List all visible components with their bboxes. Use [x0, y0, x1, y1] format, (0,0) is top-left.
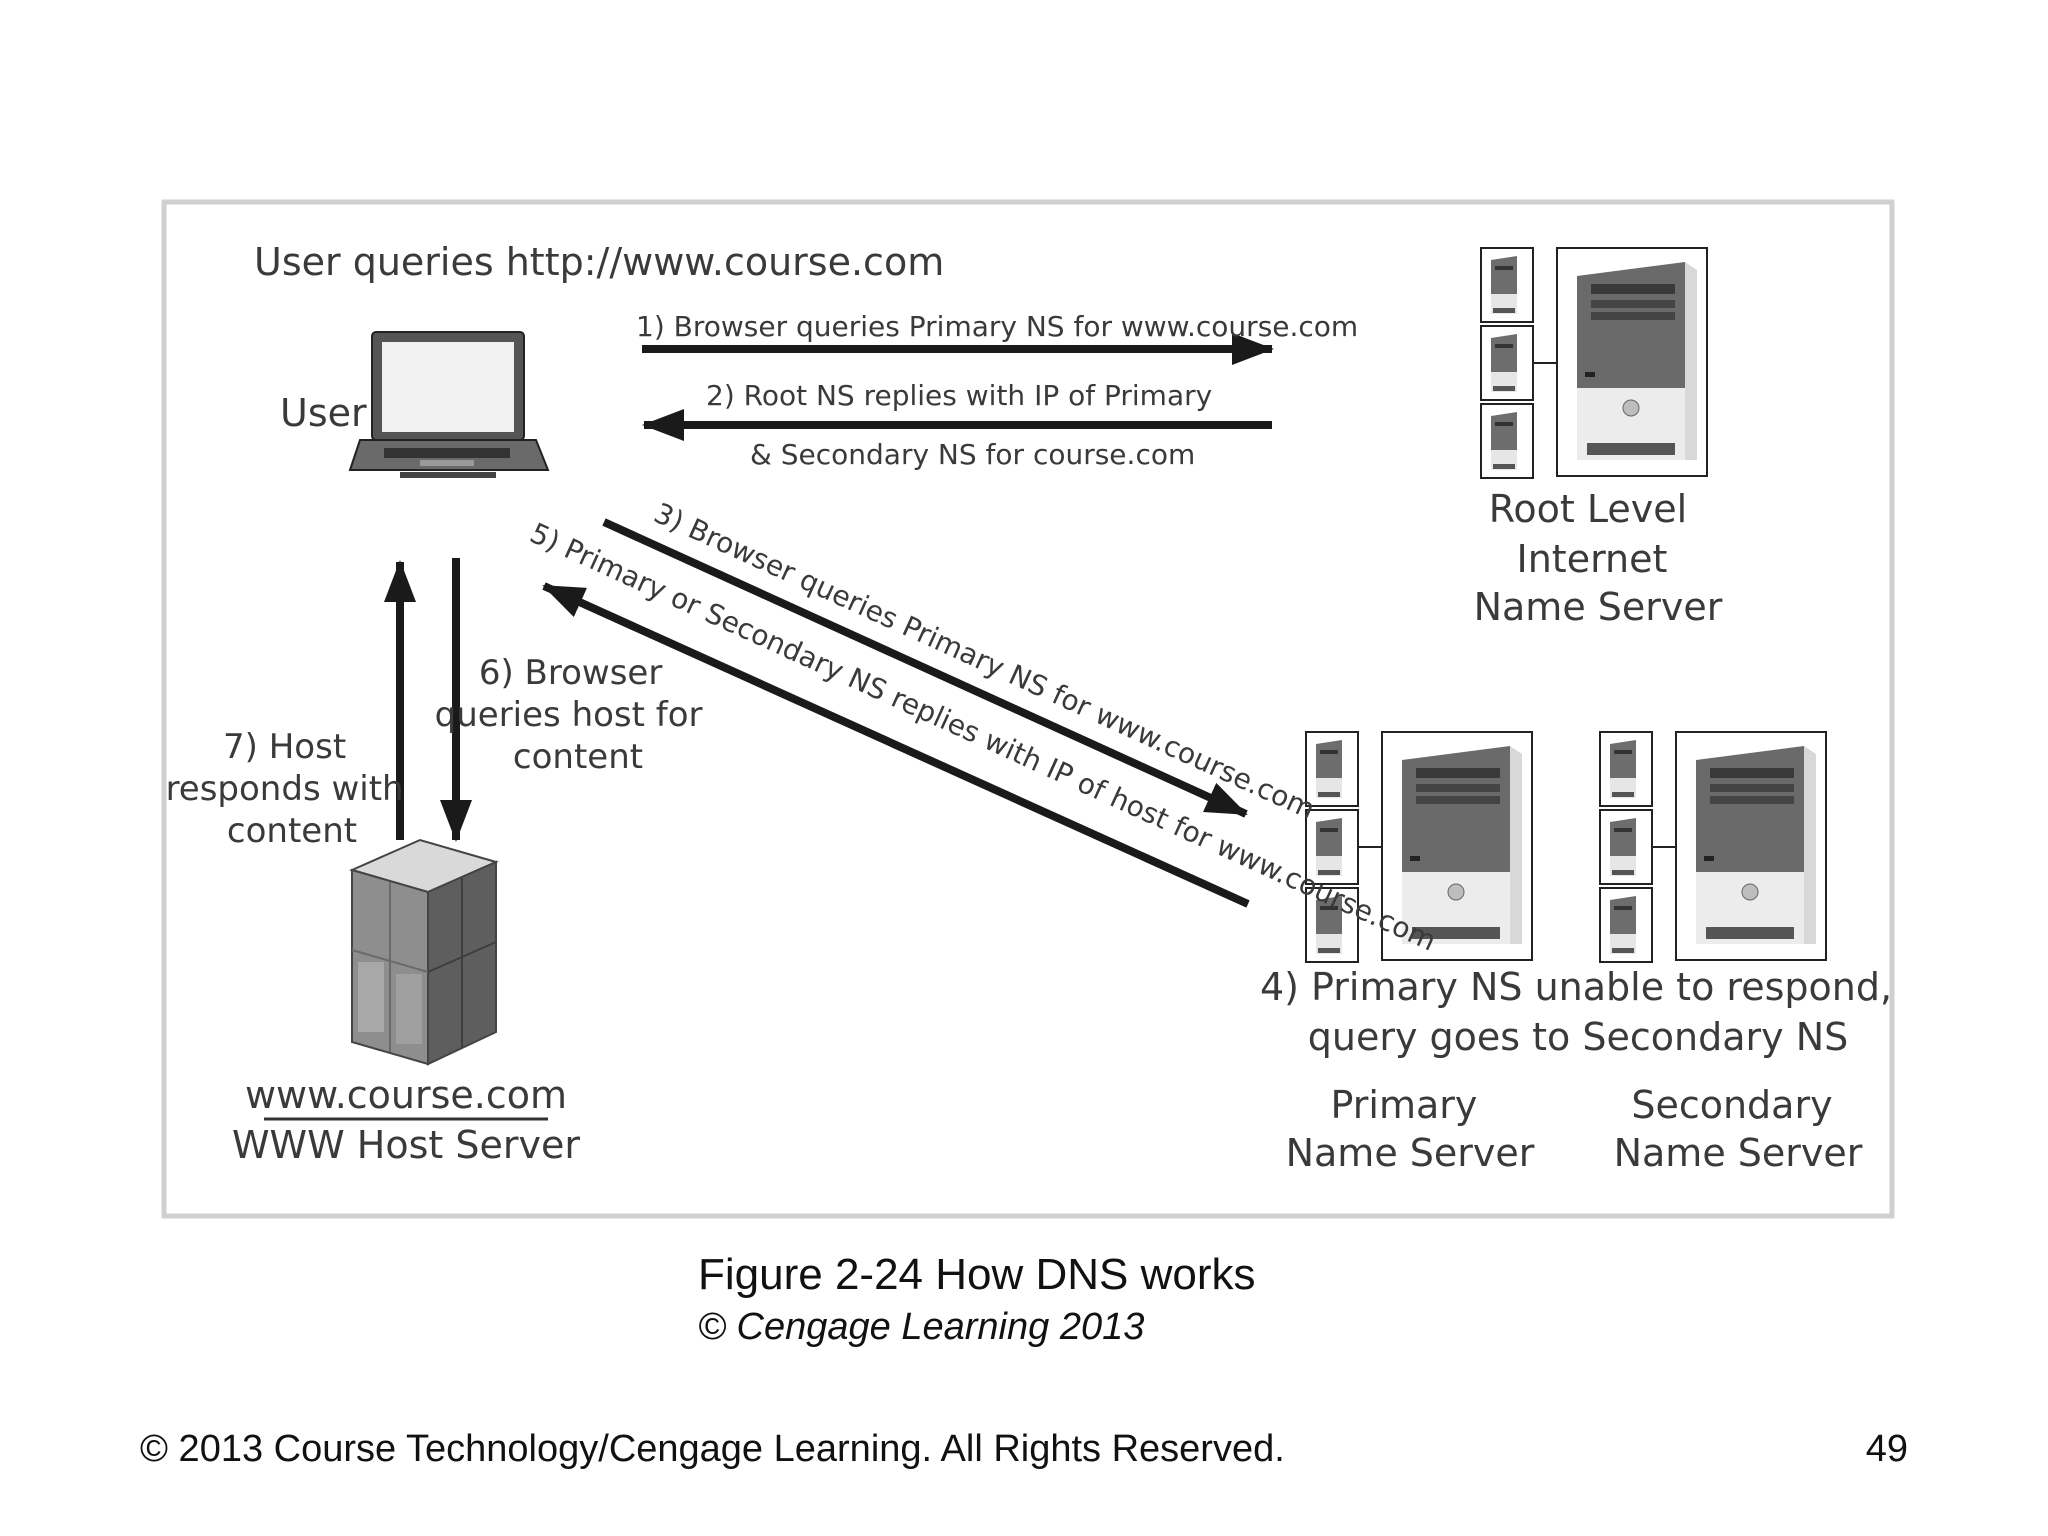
step-2-label-line-1: 2) Root NS replies with IP of Primary: [706, 379, 1212, 412]
step-5-arrow: [542, 582, 1250, 908]
root-server-label: Root Level Internet Name Server: [1474, 487, 1723, 629]
step-6-line-3: content: [513, 737, 643, 777]
root-server-line-3: Name Server: [1474, 585, 1723, 629]
secondary-name-server-icon: [1600, 732, 1826, 962]
host-server-domain-label: www.course.com: [245, 1073, 567, 1117]
user-query-label: User queries http://www.course.com: [254, 240, 944, 284]
root-server-line-2: Internet: [1517, 537, 1668, 581]
secondary-server-label: Secondary Name Server: [1614, 1083, 1863, 1175]
step-6-label: 6) Browser queries host for content: [435, 653, 714, 777]
step-1-label: 1) Browser queries Primary NS for www.co…: [636, 310, 1358, 343]
step-7-line-3: content: [227, 811, 357, 851]
primary-server-label: Primary Name Server: [1286, 1083, 1535, 1175]
root-name-server-icon: [1481, 248, 1707, 478]
root-server-line-1: Root Level: [1489, 487, 1687, 531]
secondary-server-line-1: Secondary: [1631, 1083, 1832, 1127]
footer-copyright: © 2013 Course Technology/Cengage Learnin…: [140, 1428, 1285, 1470]
laptop-icon: [348, 331, 550, 478]
figure-credit: © Cengage Learning 2013: [698, 1306, 1145, 1348]
host-server-role-label: WWW Host Server: [232, 1123, 580, 1167]
secondary-server-line-2: Name Server: [1614, 1131, 1863, 1175]
user-label: User: [280, 391, 367, 435]
step-6-line-2: queries host for: [435, 695, 703, 735]
step-4-line-1: 4) Primary NS unable to respond,: [1260, 965, 1892, 1009]
primary-server-line-1: Primary: [1331, 1083, 1478, 1127]
step-7-line-1: 7) Host: [223, 727, 346, 767]
step-6-line-1: 6) Browser: [479, 653, 663, 693]
step-7-label: 7) Host responds with content: [166, 727, 415, 851]
figure-caption: Figure 2-24 How DNS works: [698, 1250, 1256, 1299]
step-4-line-2: query goes to Secondary NS: [1308, 1015, 1849, 1059]
step-7-line-2: responds with: [166, 769, 404, 809]
page-number: 49: [1865, 1428, 1908, 1470]
step-3-arrow: [602, 518, 1248, 818]
host-server-icon: [349, 838, 499, 1066]
step-2-label-line-2: & Secondary NS for course.com: [750, 438, 1195, 471]
primary-server-line-2: Name Server: [1286, 1131, 1535, 1175]
